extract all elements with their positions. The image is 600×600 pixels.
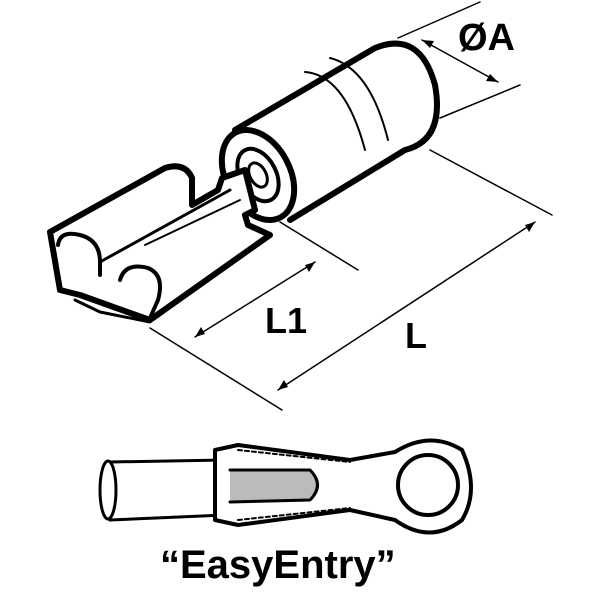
l1-label: L1 — [265, 300, 307, 341]
dimension-arrows — [195, 40, 535, 390]
diameter-label: ØA — [458, 17, 515, 59]
receptacle-tab — [47, 163, 273, 324]
easyentry-caption: “EasyEntry” — [160, 543, 396, 587]
dimension-lines — [149, 1, 553, 411]
l-label: L — [405, 315, 427, 356]
easyentry-cross-section — [98, 438, 473, 535]
